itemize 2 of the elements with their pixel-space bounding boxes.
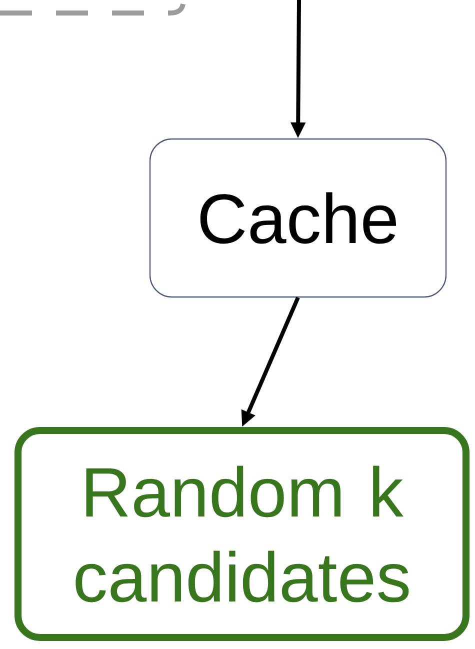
process-box: Cache bbox=[149, 138, 447, 298]
process-box: Random k candidates bbox=[14, 427, 470, 641]
